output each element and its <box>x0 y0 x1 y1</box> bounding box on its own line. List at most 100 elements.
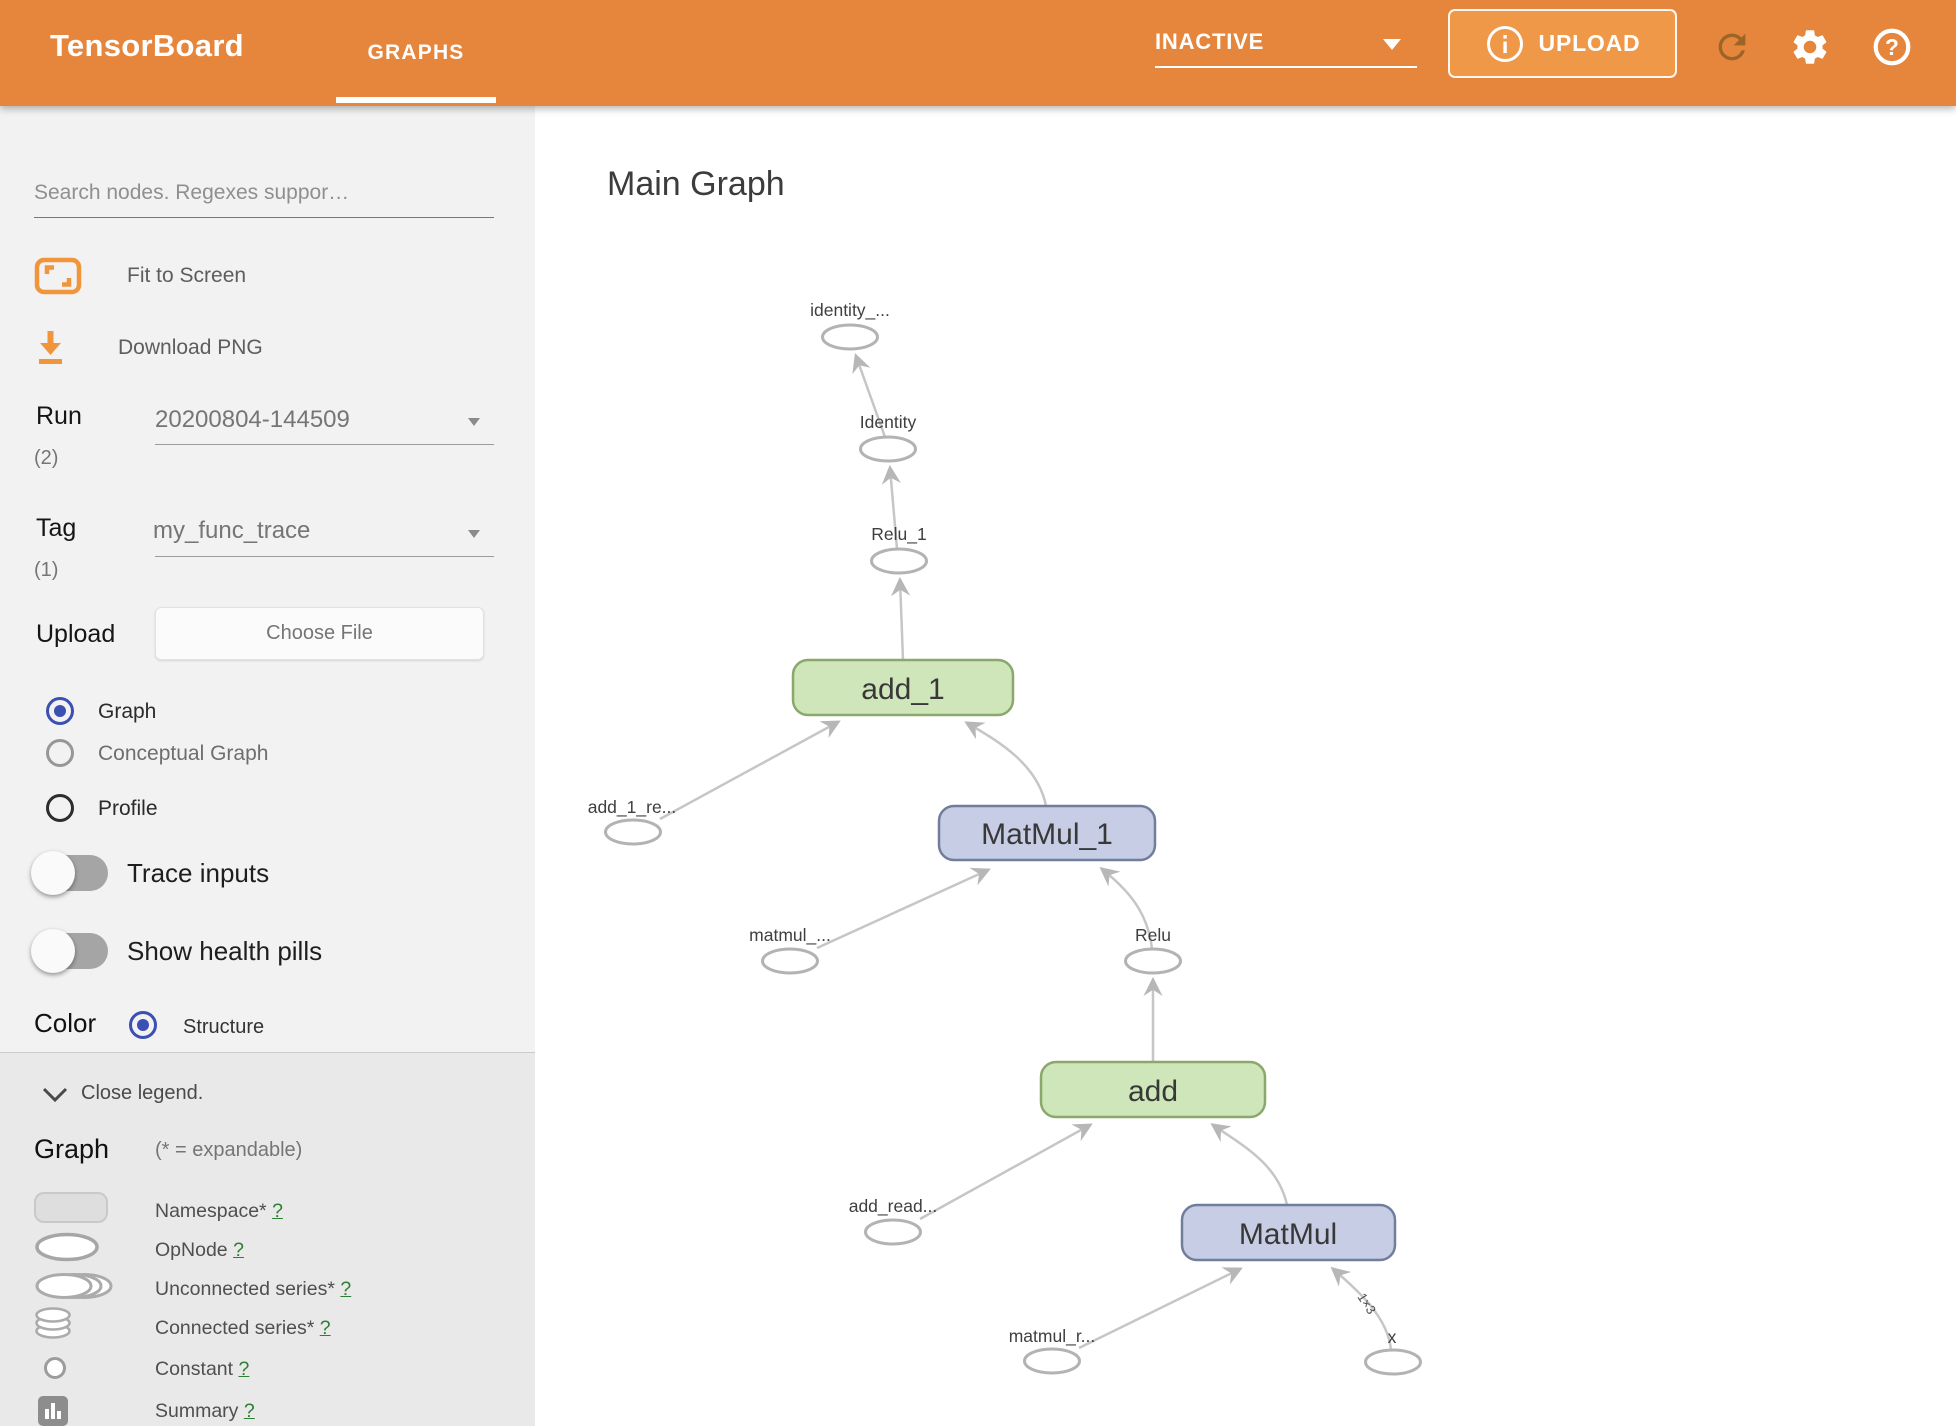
legend-item-connected-series: Connected series* ? <box>155 1317 331 1340</box>
opnode-ellipse[interactable] <box>604 818 662 846</box>
trace-inputs-label: Trace inputs <box>127 858 270 888</box>
node-matmul[interactable]: MatMul <box>1180 1203 1397 1262</box>
color-label: Color <box>34 1008 97 1038</box>
legend-item-summary: Summary ? <box>155 1400 255 1423</box>
fit-to-screen-icon <box>34 257 82 295</box>
graph-canvas[interactable]: 1×3 identity_... Identity Relu_1 add_1_r… <box>535 106 1956 1426</box>
namespace-box[interactable] <box>1180 1203 1397 1262</box>
node-add-1[interactable]: add_1 <box>791 658 1015 717</box>
node-identity[interactable]: Identity <box>859 412 917 463</box>
svg-text:?: ? <box>1885 34 1899 60</box>
gear-icon[interactable] <box>1789 26 1831 68</box>
status-dropdown-value: INACTIVE <box>1155 29 1265 54</box>
edge-identity-identity_out <box>852 352 887 438</box>
radio-color-structure[interactable] <box>129 1011 157 1039</box>
info-icon <box>1486 25 1523 62</box>
show-health-pills-toggle[interactable] <box>31 929 108 973</box>
node-add-read[interactable]: add_read... <box>849 1196 938 1246</box>
node-matmul-1-read[interactable]: matmul_r... <box>1009 1326 1096 1375</box>
opnode-icon <box>35 1232 99 1262</box>
download-png-label: Download PNG <box>118 336 263 359</box>
close-legend-button[interactable]: Close legend. <box>81 1082 204 1104</box>
opnode-help-link[interactable]: ? <box>233 1239 244 1261</box>
run-label: Run <box>36 402 82 430</box>
legend-item-label: Summary <box>155 1400 244 1422</box>
app-logo: TensorBoard <box>50 28 244 63</box>
legend-item-label: OpNode <box>155 1239 234 1261</box>
tab-active-underline <box>336 97 496 103</box>
opnode-ellipse[interactable] <box>761 947 819 975</box>
namespace-box[interactable] <box>791 658 1015 717</box>
opnode-ellipse[interactable] <box>821 323 879 351</box>
toggle-knob <box>31 851 75 895</box>
opnode-ellipse[interactable] <box>1364 1348 1422 1376</box>
node-add[interactable]: add <box>1039 1060 1267 1119</box>
legend-item-label: Namespace* <box>155 1200 273 1222</box>
legend-item-namespace: Namespace* ? <box>155 1200 283 1223</box>
connected-series-icon <box>35 1307 71 1339</box>
constant-icon <box>44 1357 66 1379</box>
run-dropdown-underline <box>155 444 494 445</box>
download-png-button[interactable]: Download PNG <box>34 329 263 367</box>
refresh-icon[interactable] <box>1712 27 1752 67</box>
choose-file-button[interactable]: Choose File <box>155 607 484 660</box>
node-label: add_1_re... <box>588 797 677 818</box>
edge-relu_1-identity <box>881 464 901 550</box>
radio-graph[interactable] <box>46 697 74 725</box>
node-label: MatMul <box>1239 1218 1337 1251</box>
radio-conceptual-graph-label: Conceptual Graph <box>98 742 269 765</box>
help-icon[interactable]: ? <box>1871 26 1913 68</box>
upload-label: Upload <box>36 620 116 648</box>
toggle-knob <box>31 929 75 973</box>
upload-button[interactable]: UPLOAD <box>1448 9 1677 78</box>
tab-graphs[interactable]: GRAPHS <box>367 41 465 64</box>
unconnected-series-help-link[interactable]: ? <box>340 1278 352 1300</box>
opnode-ellipse[interactable] <box>870 547 928 575</box>
opnode-ellipse[interactable] <box>864 1218 922 1246</box>
opnode-ellipse[interactable] <box>1124 947 1182 975</box>
upload-button-label: UPLOAD <box>1538 30 1641 56</box>
summary-help-link[interactable]: ? <box>243 1400 255 1422</box>
node-relu[interactable]: Relu <box>1124 925 1182 975</box>
namespace-icon <box>34 1192 108 1223</box>
node-label: Relu <box>1135 925 1171 945</box>
opnode-ellipse[interactable] <box>859 435 917 463</box>
namespace-box[interactable] <box>937 804 1157 862</box>
node-add-1-read[interactable]: add_1_re... <box>588 797 677 846</box>
opnode-ellipse[interactable] <box>1023 1347 1081 1375</box>
legend-heading: Graph <box>34 1134 110 1164</box>
radio-conceptual-graph[interactable] <box>46 739 74 767</box>
chevron-down-icon[interactable] <box>468 530 480 538</box>
edge-add_read-add <box>919 1123 1093 1221</box>
search-input[interactable] <box>34 168 494 218</box>
run-dropdown[interactable]: 20200804-144509 <box>155 406 350 433</box>
tag-count: (1) <box>34 559 59 581</box>
node-relu-1[interactable]: Relu_1 <box>870 524 928 575</box>
legend-item-label: Unconnected series* <box>155 1278 341 1300</box>
app-header: TensorBoard GRAPHS INACTIVE UPLOAD ? <box>0 0 1956 106</box>
node-identity-out[interactable]: identity_... <box>810 300 890 351</box>
tag-dropdown-underline <box>155 556 494 557</box>
download-icon <box>39 331 62 364</box>
node-x[interactable]: x <box>1364 1327 1422 1376</box>
radio-profile[interactable] <box>46 794 74 822</box>
connected-series-help-link[interactable]: ? <box>319 1317 331 1339</box>
trace-inputs-toggle[interactable] <box>31 851 108 895</box>
tag-dropdown[interactable]: my_func_trace <box>153 517 311 544</box>
radio-profile-label: Profile <box>98 797 158 820</box>
chevron-down-icon[interactable] <box>468 418 480 426</box>
graph-edges: 1×3 <box>659 352 1393 1351</box>
node-matmul-1[interactable]: MatMul_1 <box>937 804 1157 862</box>
node-label: x <box>1388 1327 1397 1347</box>
namespace-help-link[interactable]: ? <box>272 1200 283 1222</box>
unconnected-series-icon <box>35 1273 113 1299</box>
constant-help-link[interactable]: ? <box>238 1358 250 1380</box>
legend-item-constant: Constant ? <box>155 1358 249 1381</box>
chevron-down-icon[interactable] <box>40 1086 70 1104</box>
node-matmul-read[interactable]: matmul_... <box>749 925 831 975</box>
node-label: Relu_1 <box>871 524 926 545</box>
status-dropdown[interactable]: INACTIVE <box>1155 22 1417 68</box>
fit-to-screen-button[interactable]: Fit to Screen <box>34 256 246 296</box>
namespace-box[interactable] <box>1039 1060 1267 1119</box>
